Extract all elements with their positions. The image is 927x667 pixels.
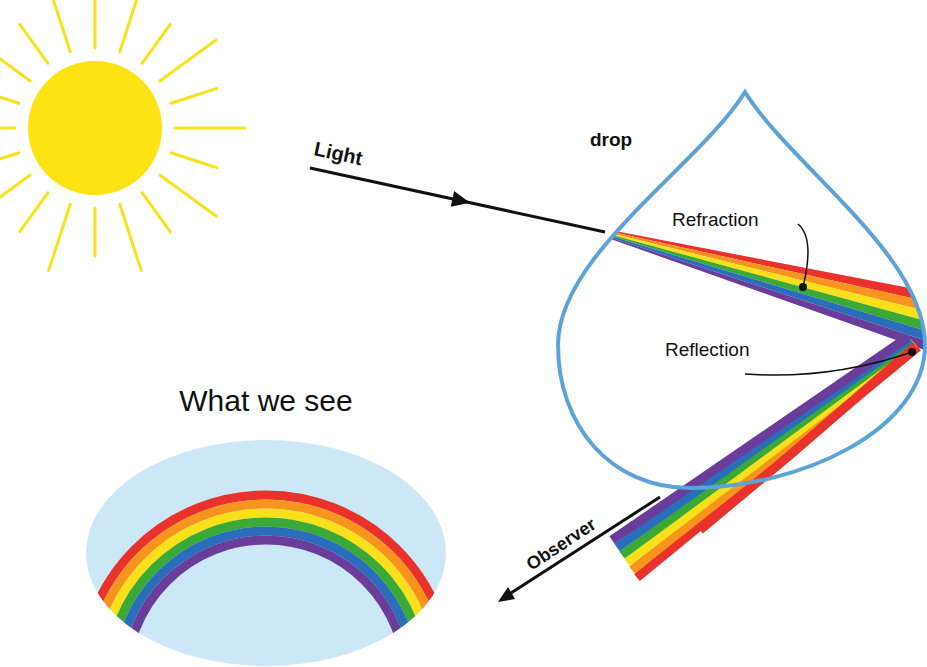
sun-ray [94,0,97,48]
leader-dot [908,348,916,356]
sun-ray [120,0,142,52]
beam-red [637,347,918,578]
reflected-beam [612,337,918,578]
leader-line [745,352,912,375]
sun-ray [120,204,142,271]
sun-ray [0,40,30,81]
view-heading: What we see [179,383,352,419]
sun-ray [49,0,71,52]
rainbow-blue [117,531,415,667]
view-outline [85,375,447,667]
arrow-head [451,191,470,207]
rainbow [85,495,447,667]
sun-ray [20,193,48,232]
beam-red-cross [700,346,916,530]
leader-dot [799,283,807,291]
sun-ray [160,175,217,216]
observer-arrow [511,497,660,593]
sun-ray [0,127,15,130]
sun-ray [171,88,217,103]
sun-ray [49,204,71,271]
sun-ray [142,24,170,63]
rainbow-yellow [99,513,433,667]
sun-ray [175,127,245,130]
sun [28,61,162,195]
sun-rays [0,0,245,271]
observer-label: Observer [523,514,601,576]
leader-line [798,224,808,287]
sun-ray [160,40,217,81]
refraction-label: Refraction [672,209,759,232]
refracted-beam [605,229,927,352]
rainbow-green [108,522,424,667]
sun-ray [20,24,48,63]
beam-orange [632,345,916,570]
sun-ray [171,153,217,168]
sun-ray [0,153,19,168]
sun-ray [0,175,30,216]
light-label: Light [312,137,365,171]
view-circle: What we see [85,375,447,667]
rainbow-red [85,495,447,667]
drop-shape [558,92,925,488]
reflection-label: Reflection [665,339,750,362]
sun-ray [142,193,170,232]
light-ray [310,168,605,232]
rainbow-violet [126,540,406,667]
sun-ray [0,88,19,103]
water-drop: dropRefractionReflection [555,85,927,495]
rainbow-orange [90,504,442,667]
arrow-head [498,587,515,602]
beam-violet [605,236,927,352]
sun-ray [94,208,97,256]
drop-label: drop [590,129,632,152]
